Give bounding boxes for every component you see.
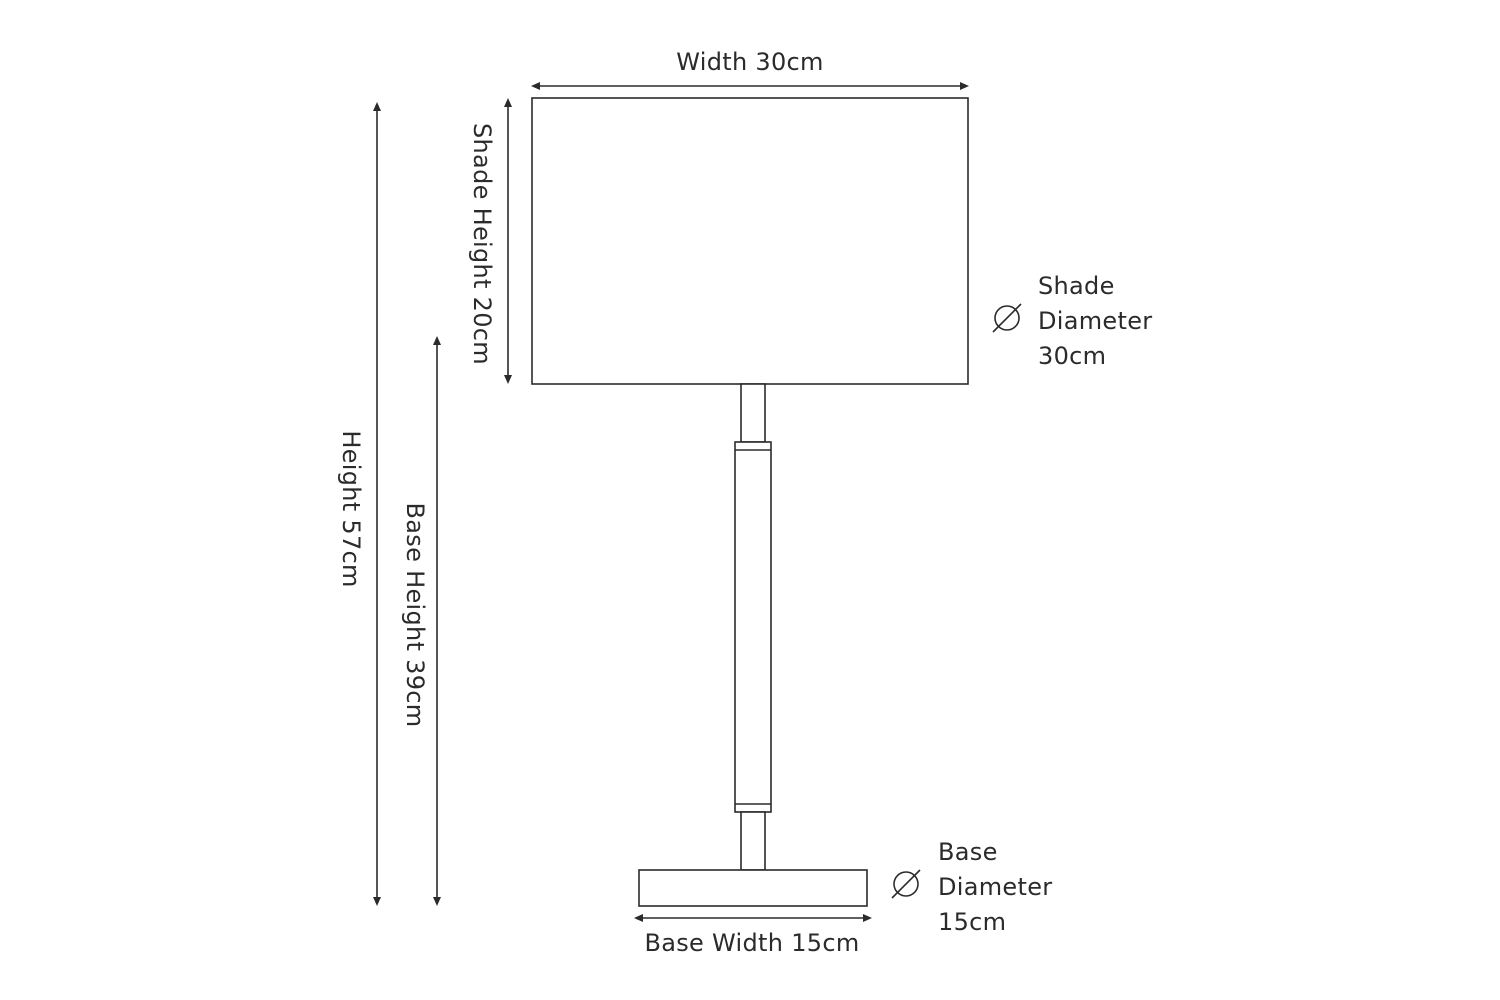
lamp-stem-upper (740, 383, 766, 443)
lamp-stem-lower (740, 811, 766, 871)
shade-height-dimension: Shade Height 20cm (468, 98, 512, 384)
diameter-icon (891, 869, 921, 899)
width-dimension: Width 30cm (531, 48, 969, 90)
lamp-column (734, 441, 772, 813)
base-width-label: Base Width 15cm (644, 929, 859, 957)
base-width-dimension: Base Width 15cm (634, 914, 872, 957)
shade-diameter-line-3: 30cm (1038, 342, 1106, 370)
base-diameter-line-1: Base (938, 838, 998, 866)
base-diameter-line-3: 15cm (938, 908, 1006, 936)
lamp-base (638, 869, 868, 907)
width-label: Width 30cm (676, 48, 823, 76)
shade-height-label: Shade Height 20cm (468, 123, 496, 365)
base-diameter-line-2: Diameter (938, 873, 1052, 901)
base-diameter-annotation: Base Diameter 15cm (891, 838, 1052, 936)
base-height-dimension: Base Height 39cm (401, 336, 441, 906)
height-label: Height 57cm (337, 430, 365, 587)
base-height-label: Base Height 39cm (401, 503, 429, 728)
diameter-icon (992, 303, 1022, 333)
lamp-shade (531, 97, 969, 385)
shade-diameter-annotation: Shade Diameter 30cm (992, 272, 1152, 370)
shade-diameter-line-1: Shade (1038, 272, 1115, 300)
height-dimension: Height 57cm (337, 102, 381, 906)
shade-diameter-line-2: Diameter (1038, 307, 1152, 335)
